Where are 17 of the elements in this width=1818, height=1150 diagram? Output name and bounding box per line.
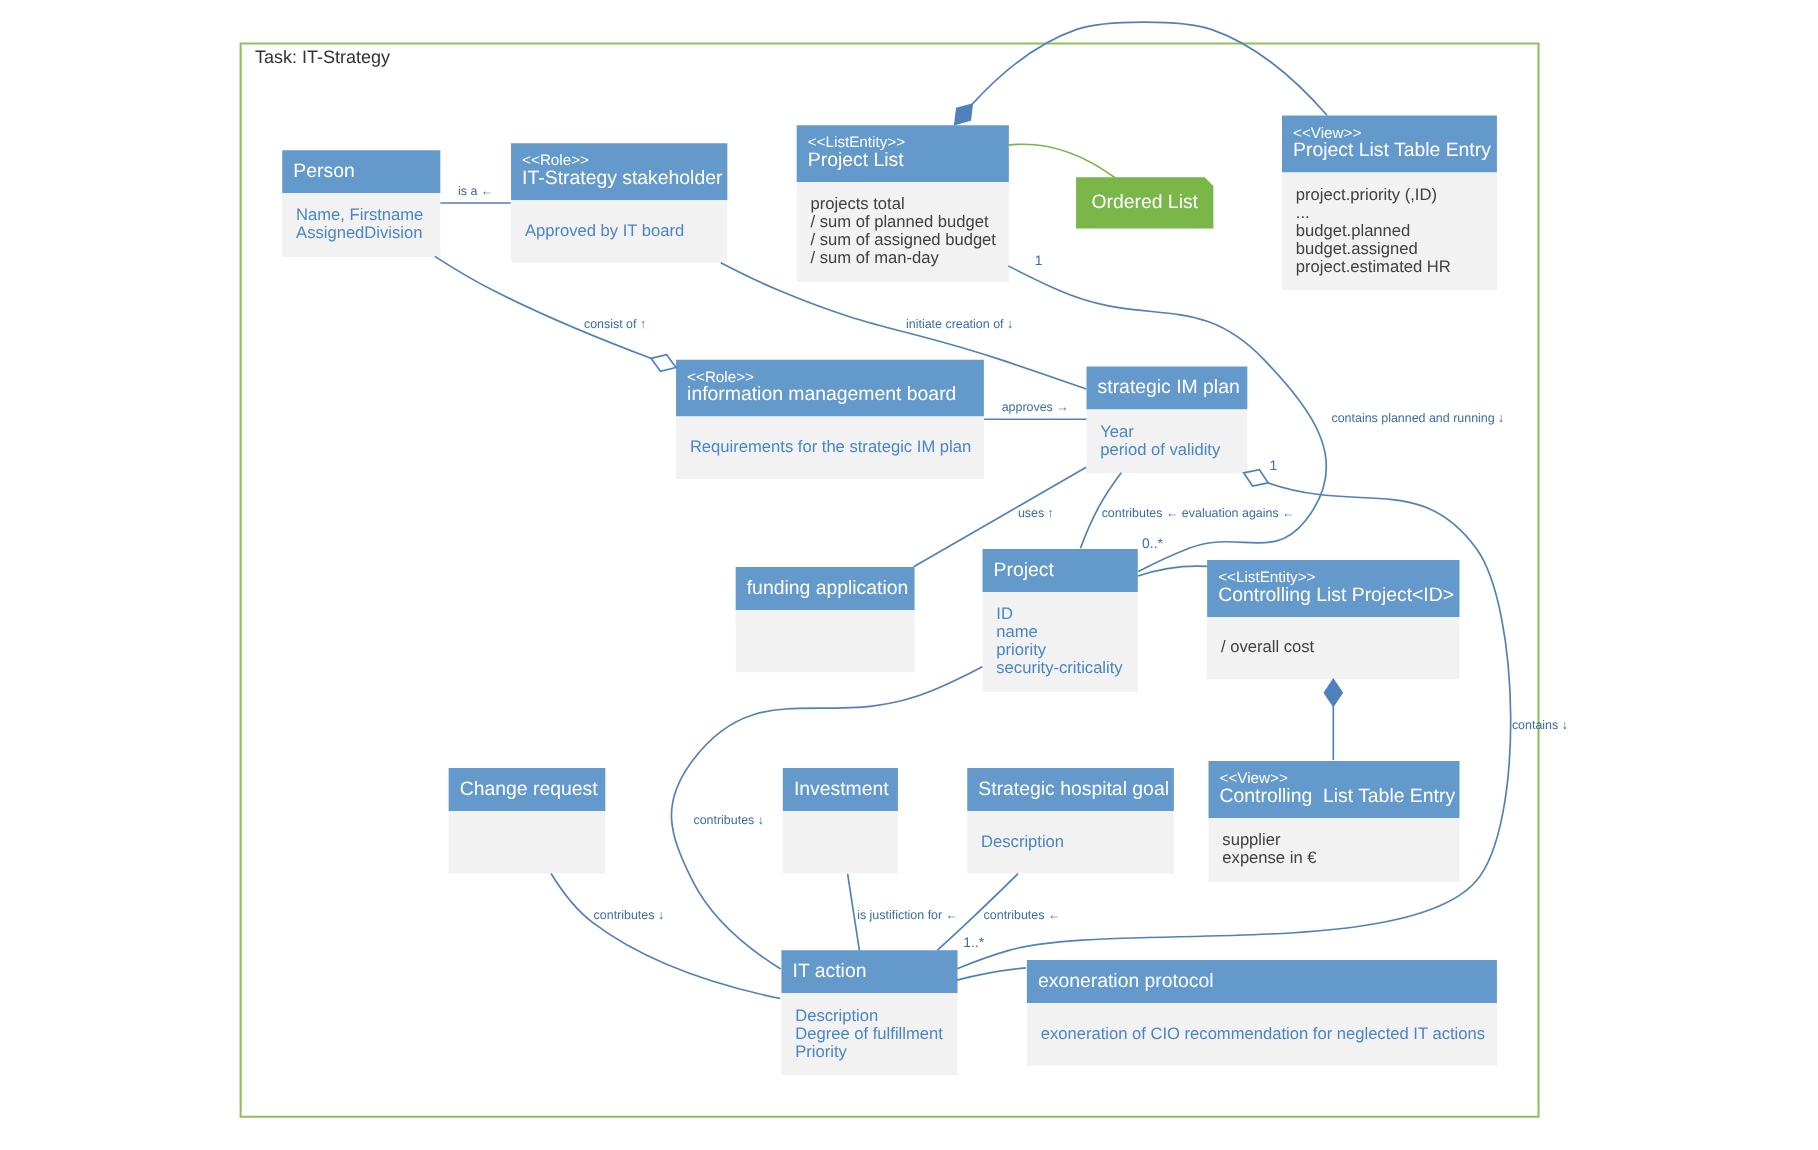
connector — [1079, 472, 1123, 550]
connector — [1007, 143, 1117, 179]
connector — [1137, 565, 1208, 577]
connector — [912, 466, 1087, 568]
connector — [956, 967, 1027, 981]
connector — [550, 872, 782, 1000]
connector — [956, 468, 1512, 970]
connector — [1007, 265, 1328, 573]
connector — [670, 665, 984, 970]
connector — [719, 262, 1088, 390]
connector — [846, 873, 861, 952]
connector — [434, 255, 678, 373]
connector — [1323, 677, 1344, 761]
connector — [439, 202, 512, 204]
connector — [953, 21, 1328, 126]
connector — [983, 418, 1088, 421]
connector — [936, 872, 1019, 951]
